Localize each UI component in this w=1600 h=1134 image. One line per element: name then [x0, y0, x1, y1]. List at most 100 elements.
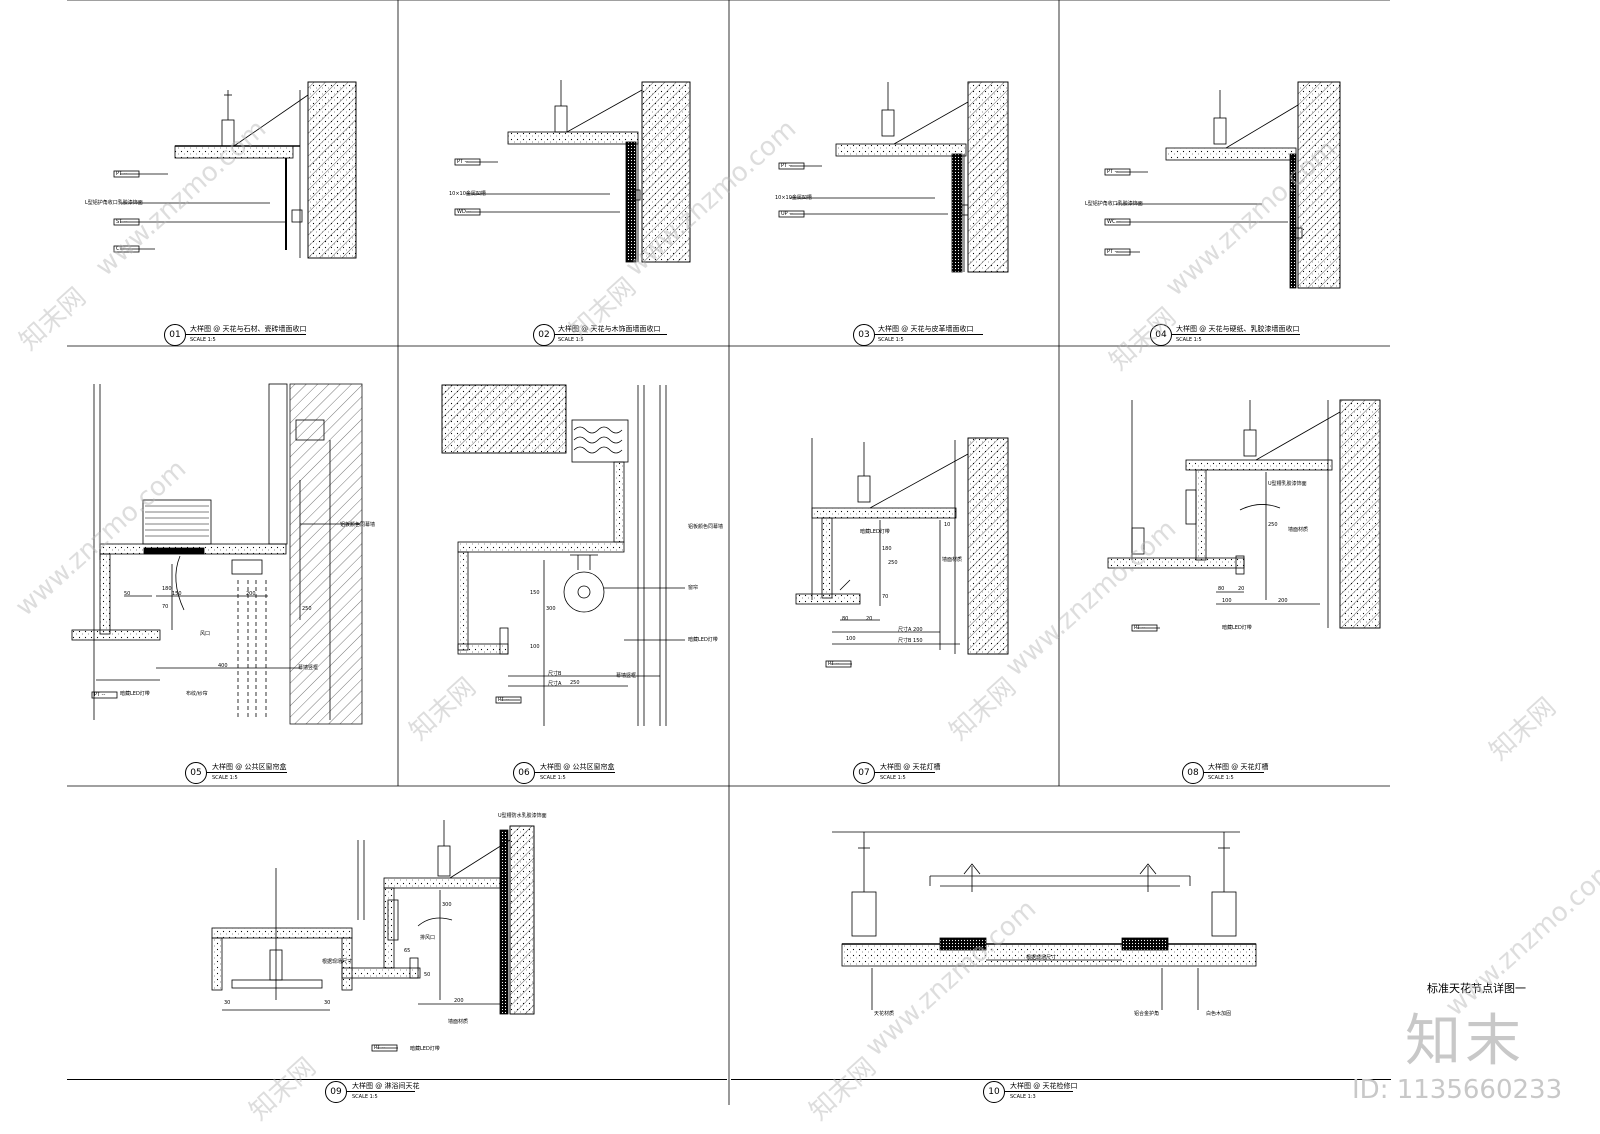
detail-scale-07: SCALE 1:5	[880, 775, 906, 781]
detail-title-04: 大样图 @ 天花与硬纸、乳胶漆墙面收口	[1176, 325, 1300, 333]
detail-scale-01: SCALE 1:5	[190, 337, 216, 343]
label-d09-led: 暗藏LED灯带	[410, 1046, 440, 1052]
label-d07-pt: PT --	[828, 661, 840, 667]
detail-title-09: 大样图 @ 淋浴间天花	[352, 1082, 420, 1090]
dim-d08-250: 250	[1268, 522, 1278, 528]
detail-03-drawing	[778, 81, 1009, 273]
detail-title-03: 大样图 @ 天花与皮革墙面收口	[878, 325, 974, 333]
dim-d05-70: 70	[162, 604, 169, 610]
label-d02-wd: WD --	[457, 209, 471, 215]
detail-08-drawing	[1107, 399, 1381, 632]
detail-number-08: 08	[1182, 762, 1204, 784]
title-underline-10	[1005, 1091, 1073, 1092]
label-d06-led: 暗藏LED灯带	[688, 637, 718, 643]
detail-title-08: 大样图 @ 天花灯槽	[1208, 763, 1269, 771]
dim-d07-80: 80	[842, 616, 849, 622]
detail-number-10: 10	[983, 1081, 1005, 1103]
label-d09-exhaust: 排风口	[420, 935, 436, 941]
dim-d09-30a: 30	[224, 1000, 231, 1006]
dim-d08-80: 80	[1218, 586, 1225, 592]
dim-d05-180: 180	[162, 586, 172, 592]
dim-d05-150: 150	[172, 591, 182, 597]
title-underline-07	[875, 772, 935, 773]
title-underline-05	[207, 772, 287, 773]
dim-d08-100: 100	[1222, 598, 1232, 604]
title-underline-06	[535, 772, 615, 773]
detail-number-09: 09	[325, 1081, 347, 1103]
dim-d09-65: 65	[404, 948, 411, 954]
label-d07-wall: 墙面材质	[942, 557, 963, 563]
label-d05-pt: PT --	[94, 692, 106, 698]
detail-01-drawing	[113, 81, 357, 259]
detail-number-07: 07	[853, 762, 875, 784]
row3-bottom-line-left	[67, 1079, 727, 1080]
label-d02-pt: PT --	[457, 159, 469, 165]
label-d10-ceiling: 天花材质	[874, 1011, 895, 1017]
sheet-title: 标准天花节点详图一	[1427, 982, 1526, 995]
label-d03-pt: PT --	[781, 163, 793, 169]
label-d04-pt: PT --	[1107, 169, 1119, 175]
dim-d06-250: 250	[570, 680, 580, 686]
title-underline-03	[875, 334, 983, 335]
dim-d06-sizea: 尺寸A	[548, 681, 562, 687]
label-d08-wall: 墙面材质	[1288, 527, 1309, 533]
detail-title-06: 大样图 @ 公共区窗帘盒	[540, 763, 615, 771]
detail-06-drawing	[441, 384, 685, 726]
detail-number-01: 01	[164, 324, 186, 346]
dim-d06-300: 300	[546, 606, 556, 612]
detail-number-06: 06	[513, 762, 535, 784]
dim-d08-200: 200	[1278, 598, 1288, 604]
detail-scale-02: SCALE 1:5	[558, 337, 584, 343]
title-underline-09	[347, 1091, 415, 1092]
label-d02-groove: 10×10金属凹槽	[449, 191, 486, 197]
label-d06-alu: 铝板颜色同幕墙	[688, 524, 724, 530]
label-d01-corner: L型铝护角收口乳胶漆饰面	[85, 200, 143, 206]
dim-d07-20: 20	[866, 616, 873, 622]
dim-d06-sizeb: 尺寸B	[548, 671, 562, 677]
dim-d05-400: 400	[218, 663, 228, 669]
detail-number-04: 04	[1150, 324, 1172, 346]
label-d04-wc: WC --	[1107, 219, 1121, 225]
label-d05-curtain: 布纹/纱帘	[186, 691, 208, 697]
label-d10-corner: 铝合金护角	[1134, 1011, 1160, 1017]
label-d08-pt: PT --	[1134, 625, 1146, 631]
label-d09-pt: PT --	[374, 1045, 386, 1051]
label-d06-mullion: 幕墙竖框	[616, 673, 637, 679]
label-d07-led: 暗藏LED灯带	[860, 529, 890, 535]
dim-d07-100: 100	[846, 636, 856, 642]
detail-title-07: 大样图 @ 天花灯槽	[880, 763, 941, 771]
sheet-grid	[67, 0, 1390, 1105]
detail-number-03: 03	[853, 324, 875, 346]
brand-logo-watermark: 知末	[1405, 1009, 1525, 1074]
label-d06-pt: PT --	[498, 697, 510, 703]
label-d09-ugroove: U型槽防水乳胶漆饰面	[498, 813, 547, 819]
title-underline-08	[1204, 772, 1264, 773]
detail-07-drawing	[795, 437, 1009, 668]
label-d04-pt2: PT --	[1107, 249, 1119, 255]
dim-d09-300: 300	[442, 902, 452, 908]
row3-bottom-line-right	[731, 1079, 1391, 1080]
dim-d05-250: 250	[302, 606, 312, 612]
label-d05-led: 暗藏LED灯带	[120, 691, 150, 697]
detail-title-01: 大样图 @ 天花与石材、瓷砖墙面收口	[190, 325, 307, 333]
detail-number-05: 05	[185, 762, 207, 784]
label-d06-curtain: 窗帘	[688, 585, 699, 591]
dim-d07-250: 250	[888, 560, 898, 566]
label-d09-wall: 墙面材质	[448, 1019, 469, 1025]
dim-d05-50: 50	[124, 591, 131, 597]
detail-scale-04: SCALE 1:5	[1176, 337, 1202, 343]
dim-d05-200: 200	[246, 591, 256, 597]
detail-scale-03: SCALE 1:5	[878, 337, 904, 343]
label-d10-site: 根据现场尺寸	[1026, 955, 1057, 961]
title-underline-02	[555, 334, 667, 335]
dim-d07-70: 70	[882, 594, 889, 600]
title-underline-01	[186, 334, 306, 335]
detail-scale-10: SCALE 1:3	[1010, 1094, 1036, 1100]
label-d01-ct: CT --	[116, 246, 128, 252]
detail-scale-06: SCALE 1:5	[540, 775, 566, 781]
dim-d09-30b: 30	[324, 1000, 331, 1006]
detail-scale-05: SCALE 1:5	[212, 775, 238, 781]
label-d03-groove: 10×10金属凹槽	[775, 195, 812, 201]
label-d08-led: 暗藏LED灯带	[1222, 625, 1252, 631]
dim-d07-sizea: 尺寸A 200	[898, 627, 923, 633]
